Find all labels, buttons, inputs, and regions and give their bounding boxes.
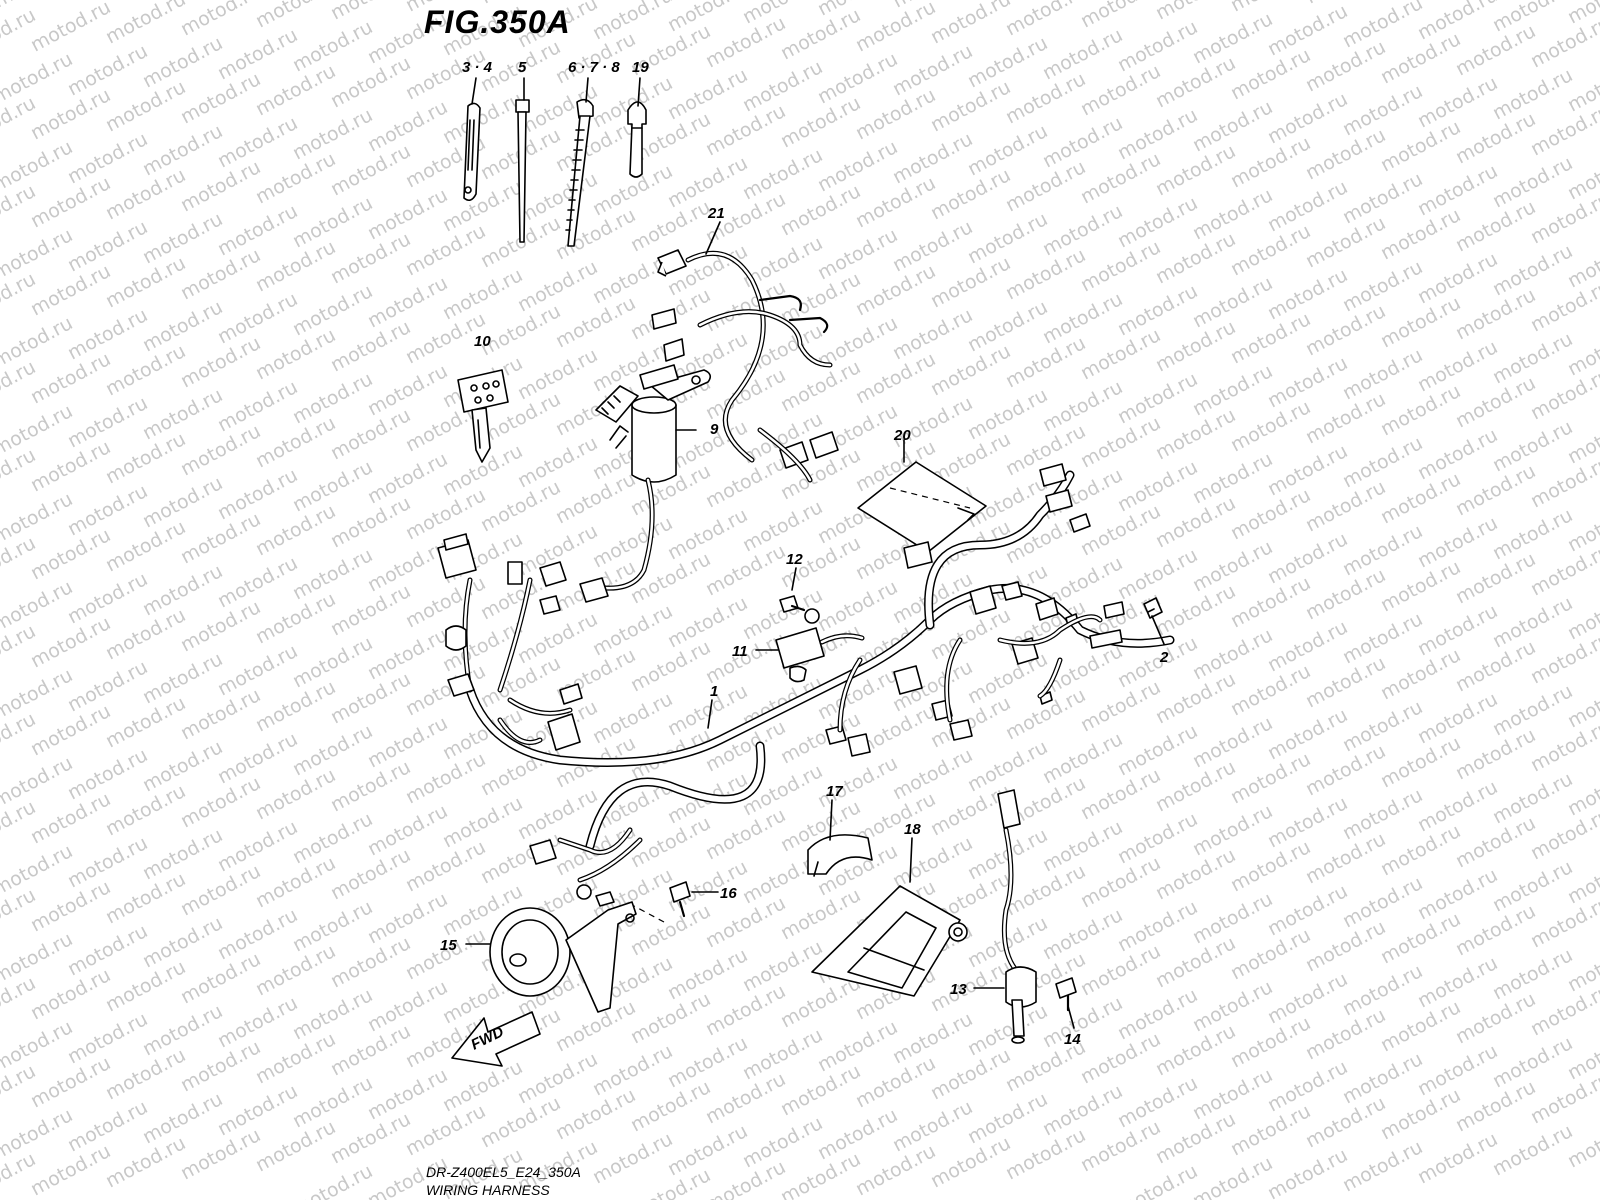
- watermark-text: motod.ru: [1489, 1120, 1576, 1180]
- watermark-text: motod.ru: [1527, 276, 1600, 336]
- callout-label: 18: [904, 821, 921, 838]
- callout-label: 1: [710, 683, 718, 700]
- watermark-text: motod.ru: [1227, 0, 1314, 16]
- watermark-text: motod.ru: [0, 752, 76, 812]
- figure-title: FIG.350A: [424, 4, 571, 40]
- callout-label: 13: [950, 981, 967, 998]
- watermark-text: motod.ru: [65, 0, 152, 4]
- watermark-text: motod.ru: [289, 1160, 376, 1200]
- sub-harness-part-21[interactable]: [651, 249, 839, 483]
- callout-label: 19: [632, 59, 649, 76]
- watermark-text: motod.ru: [1002, 0, 1089, 40]
- watermark-text: motod.ru: [1527, 804, 1600, 864]
- callout-label: 3 · 4: [462, 59, 493, 76]
- watermark-text: motod.ru: [1527, 188, 1600, 248]
- callout-label: 5: [518, 59, 527, 76]
- watermark-text: motod.ru: [1114, 1160, 1201, 1200]
- watermark-text: motod.ru: [0, 400, 76, 460]
- callout-label: 16: [720, 885, 737, 902]
- cable-tie-part-6-7-8[interactable]: [565, 98, 594, 247]
- fuse-part-2[interactable]: [1143, 597, 1163, 619]
- callout-label: 15: [440, 937, 457, 954]
- callout-label: 9: [710, 421, 719, 438]
- callout-label: 21: [707, 205, 725, 222]
- figure-name: WIRING HARNESS: [426, 1182, 550, 1198]
- watermark-text: motod.ru: [102, 0, 189, 48]
- watermark-text: motod.ru: [1527, 716, 1600, 776]
- watermark-text: motod.ru: [852, 0, 939, 56]
- clip-part-19[interactable]: [627, 101, 647, 178]
- watermark-text: motod.ru: [1527, 892, 1600, 952]
- watermark-text: motod.ru: [1527, 540, 1600, 600]
- watermark-text: motod.ru: [1152, 0, 1239, 24]
- callout-label: 6 · 7 · 8: [568, 59, 620, 76]
- watermark-text: motod.ru: [0, 1016, 76, 1076]
- watermark-text: motod.ru: [927, 0, 1014, 48]
- bolt-part-14[interactable]: [1055, 977, 1077, 1012]
- watermark-text: motod.ru: [0, 840, 76, 900]
- cover-part-17[interactable]: [807, 834, 873, 877]
- clamp-part-3-4[interactable]: [463, 102, 481, 202]
- main-harness-part-1[interactable]: [437, 463, 1175, 907]
- callout-label: 12: [786, 551, 803, 568]
- watermark-text: motod.ru: [327, 0, 414, 24]
- watermark-text: motod.ru: [0, 0, 77, 12]
- watermark-text: motod.ru: [0, 928, 76, 988]
- callout-label: 14: [1064, 1031, 1081, 1048]
- cable-tie-part-5[interactable]: [515, 99, 530, 243]
- watermark-text: motod.ru: [1527, 12, 1600, 72]
- watermark-text: motod.ru: [1527, 452, 1600, 512]
- label-sheet-part-20[interactable]: [857, 461, 987, 553]
- watermark-text: motod.ru: [0, 488, 76, 548]
- relay-part-11[interactable]: [775, 627, 865, 683]
- watermark-text: motod.ru: [0, 576, 76, 636]
- callout-label: 2: [1159, 649, 1169, 666]
- callout-label: 17: [826, 783, 843, 800]
- watermark-text: motod.ru: [1414, 1128, 1501, 1188]
- callout-label: 11: [732, 643, 748, 660]
- bolt-part-12[interactable]: [779, 595, 820, 624]
- horn-part-15[interactable]: [489, 901, 637, 1013]
- ignition-switch-lead: [579, 477, 655, 603]
- watermark-text: motod.ru: [27, 0, 114, 56]
- watermark-text: motod.ru: [1527, 628, 1600, 688]
- watermark-text: motod.ru: [0, 664, 76, 724]
- watermark-text: motod.ru: [0, 48, 76, 108]
- callout-label: 10: [474, 333, 491, 350]
- watermark-text: motod.ru: [1527, 364, 1600, 424]
- watermark-text: motod.ru: [0, 224, 76, 284]
- ignition-key-part-10[interactable]: [457, 369, 509, 463]
- watermark-text: motod.ru: [1302, 0, 1389, 8]
- watermark-text: motod.ru: [589, 1128, 676, 1188]
- watermark-text: motod.ru: [0, 1104, 76, 1164]
- watermark-text: motod.ru: [1339, 1136, 1426, 1196]
- watermark-text: motod.ru: [0, 136, 76, 196]
- watermark-text: motod.ru: [0, 312, 76, 372]
- bracket-part-18[interactable]: [811, 885, 968, 997]
- callout-layer: 3 · 4 5 6 · 7 · 8 19 21 10 9 20 12 11 1 …: [440, 59, 1169, 1048]
- watermark-text: motod.ru: [1189, 1152, 1276, 1200]
- callout-label: 20: [893, 427, 911, 444]
- watermark-text: motod.ru: [1264, 1144, 1351, 1200]
- watermark-text: motod.ru: [1527, 980, 1600, 1040]
- figure-code: DR-Z400EL5_E24_350A: [426, 1164, 581, 1180]
- watermark-text: motod.ru: [1527, 100, 1600, 160]
- watermark-text: motod.ru: [1527, 1068, 1600, 1128]
- watermark-text: motod.ru: [177, 0, 264, 40]
- ignition-switch-part-9[interactable]: [595, 364, 712, 483]
- sensor-part-13[interactable]: [997, 789, 1037, 1044]
